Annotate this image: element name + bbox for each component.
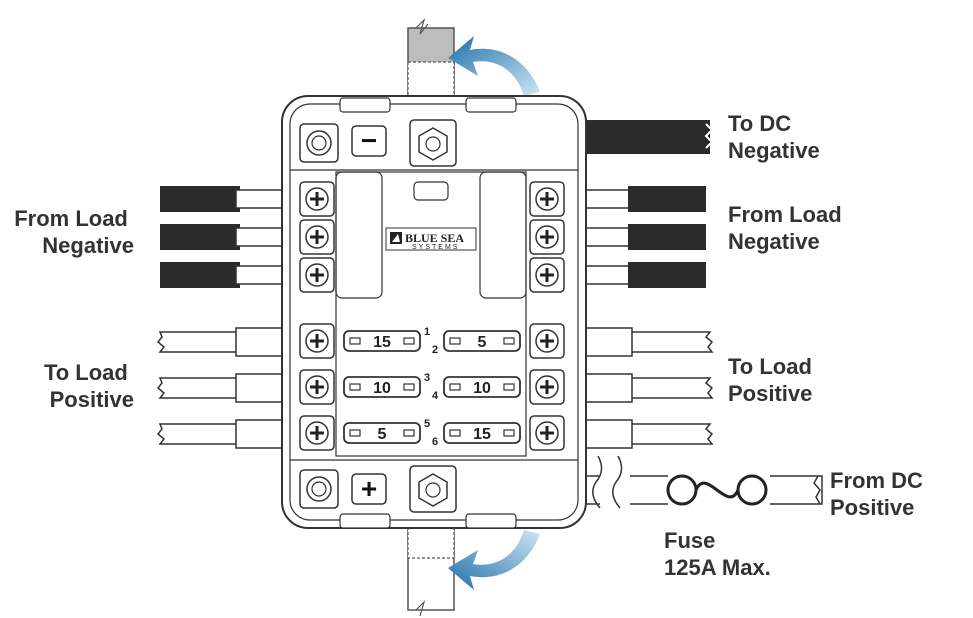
- fuse-label: Fuse 125A Max.: [664, 528, 771, 580]
- positive-symbol-badge: +: [351, 473, 387, 505]
- right-screw-terminal-1: [529, 181, 565, 217]
- from-dc-positive-line1: From DC: [830, 468, 923, 493]
- from-load-negative-left-label: From Load Negative: [14, 206, 134, 258]
- brand-name: BLUE SEA: [405, 231, 464, 245]
- to-load-positive-left-line2: Positive: [50, 387, 134, 412]
- left-screw-terminal-1: [299, 181, 335, 217]
- to-load-positive-left-line1: To Load: [44, 360, 128, 385]
- fuse-label-line2: 125A Max.: [664, 555, 771, 580]
- right-screw-terminal-2: [529, 219, 565, 255]
- fuse-5[interactable]: 55: [343, 418, 430, 444]
- from-load-negative-left-line1: From Load: [14, 206, 128, 231]
- fuse-slot-number-4: 4: [432, 390, 439, 402]
- left-screw-terminal-2: [299, 219, 335, 255]
- fuse-3[interactable]: 10 3: [343, 372, 430, 398]
- left-screw-terminal-3: [299, 257, 335, 293]
- fuse-block-body: [281, 95, 587, 529]
- brand-logo: BLUE SEA SYSTEMS: [385, 227, 477, 251]
- right-negative-wires: [577, 186, 706, 288]
- to-load-positive-right-label: To Load Positive: [728, 354, 818, 406]
- to-load-positive-right-line1: To Load: [728, 354, 812, 379]
- negative-symbol-badge: −: [351, 125, 387, 157]
- left-screw-terminal-5: [299, 369, 335, 405]
- right-screw-terminal-4: [529, 323, 565, 359]
- from-load-negative-right-line2: Negative: [728, 229, 820, 254]
- fuse-rating-1: 15: [373, 334, 391, 351]
- fuse-slot-number-5: 5: [424, 418, 430, 430]
- fuse-rating-5: 5: [378, 426, 387, 443]
- right-screw-terminal-6: [529, 415, 565, 451]
- from-dc-positive-line2: Positive: [830, 495, 914, 520]
- right-screw-terminal-5: [529, 369, 565, 405]
- positive-symbol: +: [361, 473, 377, 504]
- positive-stud-left: [299, 469, 339, 509]
- to-dc-negative-line1: To DC: [728, 111, 791, 136]
- fuse-label-line1: Fuse: [664, 528, 715, 553]
- to-dc-negative-line2: Negative: [728, 138, 820, 163]
- rotate-arrow-bottom: [448, 530, 540, 590]
- fuse-rating-2: 5: [478, 334, 487, 351]
- fuse-rating-3: 10: [373, 380, 391, 397]
- left-positive-wires: [156, 327, 301, 449]
- from-load-negative-right-line1: From Load: [728, 202, 842, 227]
- left-negative-wires: [160, 186, 297, 288]
- fuse-rating-6: 15: [473, 426, 491, 443]
- from-dc-positive-label: From DC Positive: [830, 468, 929, 520]
- negative-stud-left: [299, 123, 339, 163]
- to-dc-negative-label: To DC Negative: [728, 111, 820, 163]
- to-load-positive-right-line2: Positive: [728, 381, 812, 406]
- brand-sub: SYSTEMS: [412, 244, 459, 251]
- fuse-4[interactable]: 10 4: [432, 376, 521, 402]
- from-load-negative-right-label: From Load Negative: [728, 202, 848, 254]
- positive-stud-main: [409, 465, 457, 513]
- left-screw-terminal-6: [299, 415, 335, 451]
- bottom-vertical-wire: [407, 517, 455, 617]
- negative-symbol: −: [361, 125, 377, 156]
- left-screw-terminal-4: [299, 323, 335, 359]
- fuse-1[interactable]: 15 1: [343, 326, 430, 352]
- fuse-slot-number-1: 1: [424, 326, 430, 338]
- fuse-2[interactable]: 52: [432, 330, 521, 356]
- fuse-slot-number-2: 2: [432, 344, 438, 356]
- fuse-rating-4: 10: [473, 380, 491, 397]
- from-load-negative-left-line2: Negative: [42, 233, 134, 258]
- fuse-slot-number-6: 6: [432, 436, 438, 448]
- fuse-symbol: [666, 474, 768, 506]
- negative-stud-main: [409, 119, 457, 167]
- fuse-slot-number-3: 3: [424, 372, 430, 384]
- right-positive-wires: [569, 327, 714, 449]
- to-load-positive-left-label: To Load Positive: [44, 360, 134, 412]
- right-screw-terminal-3: [529, 257, 565, 293]
- screw-terminals: [299, 181, 565, 451]
- fuse-6[interactable]: 15 6: [432, 422, 521, 448]
- rotate-arrow-top: [448, 36, 540, 96]
